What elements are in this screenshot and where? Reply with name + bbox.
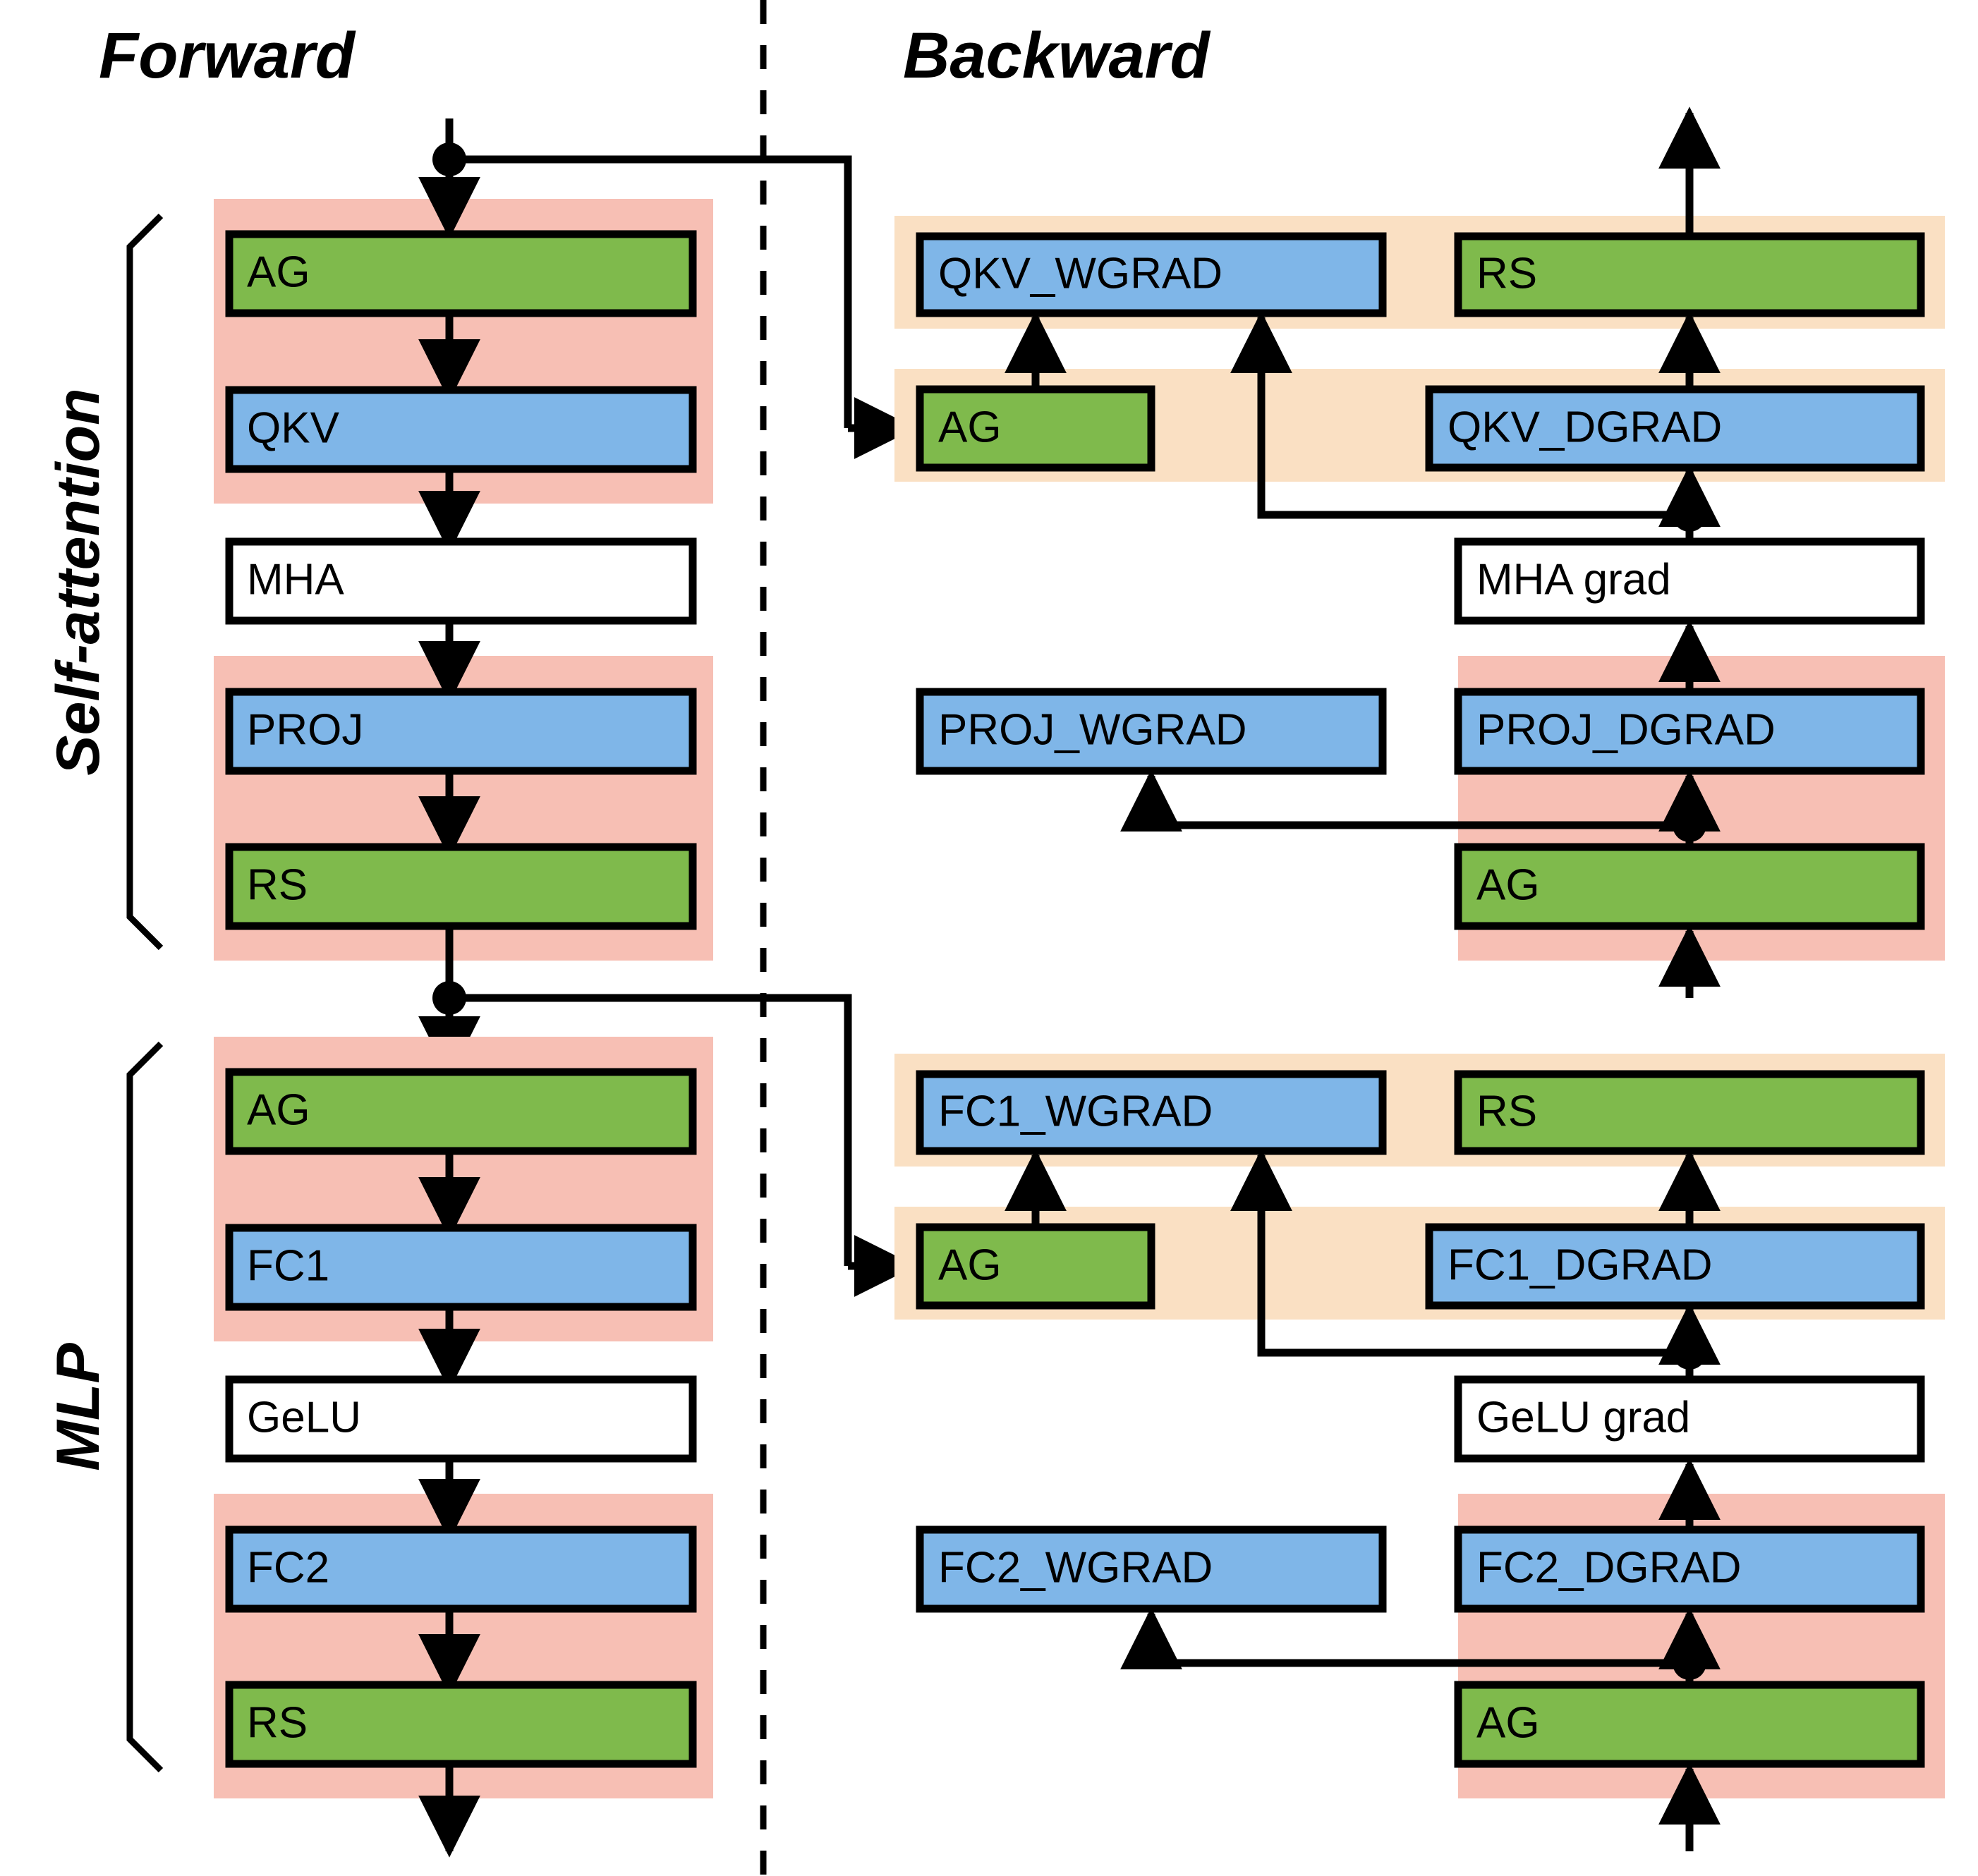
self-attention-bracket	[126, 213, 164, 951]
block-label: QKV_DGRAD	[1448, 403, 1722, 451]
wire-bwd-sa-dgradtap-to-qkvwgrad	[1230, 311, 1675, 519]
block-label: AG	[247, 248, 310, 296]
block-bwd-mlp-ag-bottom[interactable]: AG	[1454, 1681, 1925, 1768]
block-bwd-mlp-ag-small[interactable]: AG	[916, 1223, 1155, 1310]
block-label: FC2_DGRAD	[1476, 1543, 1742, 1592]
backward-title: Backward	[903, 20, 1211, 92]
block-fwd-sa-ag[interactable]: AG	[225, 230, 697, 317]
block-label: AG	[1476, 860, 1540, 909]
block-fwd-sa-qkv[interactable]: QKV	[225, 386, 697, 473]
block-bwd-mlp-fc1-dgrad[interactable]: FC1_DGRAD	[1425, 1223, 1925, 1310]
block-fwd-mlp-gelu[interactable]: GeLU	[225, 1375, 697, 1463]
block-fwd-mlp-rs[interactable]: RS	[225, 1681, 697, 1768]
block-bwd-mlp-fc1-wgrad[interactable]: FC1_WGRAD	[916, 1070, 1387, 1155]
block-label: AG	[247, 1085, 310, 1134]
forward-title: Forward	[99, 20, 356, 92]
block-label: RS	[247, 860, 308, 909]
block-label: RS	[1476, 249, 1537, 298]
mlp-label: MLP	[44, 1343, 112, 1471]
block-bwd-sa-rs[interactable]: RS	[1454, 232, 1925, 317]
block-bwd-sa-qkv-wgrad[interactable]: QKV_WGRAD	[916, 232, 1387, 317]
block-fwd-mlp-ag[interactable]: AG	[225, 1068, 697, 1155]
block-label: FC2_WGRAD	[938, 1543, 1213, 1592]
block-label: AG	[938, 403, 1002, 451]
block-fwd-mlp-fc2[interactable]: FC2	[225, 1525, 697, 1613]
block-bwd-mlp-gelu-grad[interactable]: GeLU grad	[1454, 1375, 1925, 1463]
block-label: MHA grad	[1476, 555, 1671, 604]
block-fwd-mlp-fc1[interactable]: FC1	[225, 1224, 697, 1311]
block-label: QKV	[247, 403, 340, 452]
block-label: GeLU grad	[1476, 1393, 1690, 1442]
block-label: MHA	[247, 555, 344, 604]
block-fwd-sa-proj[interactable]: PROJ	[225, 688, 697, 775]
block-label: RS	[1476, 1087, 1537, 1135]
block-label: PROJ_WGRAD	[938, 705, 1246, 754]
block-bwd-sa-mha-grad[interactable]: MHA grad	[1454, 537, 1925, 625]
block-label: PROJ_DGRAD	[1476, 705, 1776, 754]
block-label: QKV_WGRAD	[938, 249, 1222, 298]
block-label: RS	[247, 1698, 308, 1747]
block-bwd-sa-proj-wgrad[interactable]: PROJ_WGRAD	[916, 688, 1387, 775]
wire-bwd-mlp-tap-to-fc2wgrad	[1120, 1607, 1675, 1670]
block-label: FC1_DGRAD	[1448, 1241, 1713, 1289]
block-label: FC1_WGRAD	[938, 1087, 1213, 1135]
block-fwd-sa-mha[interactable]: MHA	[225, 537, 697, 625]
block-label: AG	[938, 1241, 1002, 1289]
block-label: PROJ	[247, 705, 363, 754]
block-bwd-sa-qkv-dgrad[interactable]: QKV_DGRAD	[1425, 385, 1925, 472]
block-label: FC2	[247, 1543, 329, 1592]
block-bwd-sa-proj-dgrad[interactable]: PROJ_DGRAD	[1454, 688, 1925, 775]
forward-sa-residual-wire	[449, 155, 852, 428]
block-label: FC1	[247, 1241, 329, 1290]
self-attention-label: Self-attention	[44, 388, 112, 775]
block-fwd-sa-rs[interactable]: RS	[225, 843, 697, 930]
block-bwd-mlp-fc2-wgrad[interactable]: FC2_WGRAD	[916, 1525, 1387, 1613]
forward-mlp-residual-wire	[449, 994, 852, 1266]
block-bwd-mlp-rs[interactable]: RS	[1454, 1070, 1925, 1155]
block-label: AG	[1476, 1698, 1540, 1747]
mlp-bracket	[126, 1041, 164, 1773]
block-bwd-sa-ag-bottom[interactable]: AG	[1454, 843, 1925, 930]
wire-bwd-sa-tap-to-projwgrad	[1120, 769, 1675, 832]
wire-bwd-mlp-dgradtap-to-fc1wgrad	[1230, 1149, 1675, 1357]
block-bwd-sa-ag-small[interactable]: AG	[916, 385, 1155, 472]
block-bwd-mlp-fc2-dgrad[interactable]: FC2_DGRAD	[1454, 1525, 1925, 1613]
block-label: GeLU	[247, 1393, 361, 1442]
